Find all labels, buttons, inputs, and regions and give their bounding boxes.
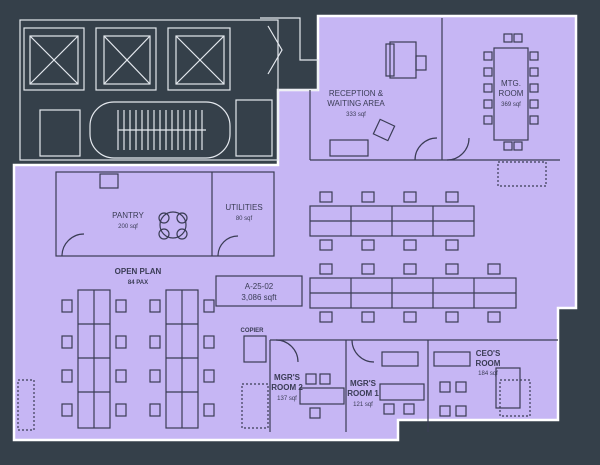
mgr1-label-line2: ROOM 1 bbox=[347, 389, 379, 398]
building-core bbox=[19, 17, 319, 161]
open-plan-label: OPEN PLAN bbox=[115, 267, 162, 276]
reception-area: 333 sqf bbox=[346, 112, 366, 118]
unit-badge: A-25-02 3,086 sqft bbox=[215, 275, 303, 307]
mgr2-area: 137 sqf bbox=[277, 396, 297, 402]
meeting-label-line2: ROOM bbox=[499, 89, 524, 98]
mgr2-label-line1: MGR'S bbox=[274, 373, 301, 382]
copier-label: COPIER bbox=[240, 328, 264, 334]
utilities-label: UTILITIES bbox=[225, 203, 262, 212]
mgr1-label-line1: MGR'S bbox=[350, 379, 377, 388]
ceo-label-line2: ROOM bbox=[476, 359, 501, 368]
unit-id: A-25-02 bbox=[245, 282, 274, 291]
meeting-chairs bbox=[483, 33, 539, 151]
ceo-label-line1: CEO'S bbox=[476, 349, 501, 358]
meeting-area: 369 sqf bbox=[501, 102, 521, 108]
ceo-area: 184 sqf bbox=[478, 371, 498, 377]
workstations-left bbox=[61, 289, 215, 429]
workstations-top bbox=[309, 191, 517, 323]
mgr2-label-line2: ROOM 2 bbox=[271, 383, 303, 392]
utilities-area: 80 sqf bbox=[236, 216, 253, 222]
reception-label-line2: WAITING AREA bbox=[327, 99, 385, 108]
mgr1-area: 121 sqf bbox=[353, 402, 373, 408]
pantry-label: PANTRY bbox=[112, 211, 144, 220]
unit-area: 3,086 sqft bbox=[241, 293, 277, 302]
walls bbox=[17, 18, 560, 432]
meeting-label-line1: MTG. bbox=[501, 79, 521, 88]
pantry-area: 200 sqf bbox=[118, 224, 138, 230]
open-plan-pax: 84 PAX bbox=[128, 280, 148, 286]
reception-label-line1: RECEPTION & bbox=[329, 89, 384, 98]
